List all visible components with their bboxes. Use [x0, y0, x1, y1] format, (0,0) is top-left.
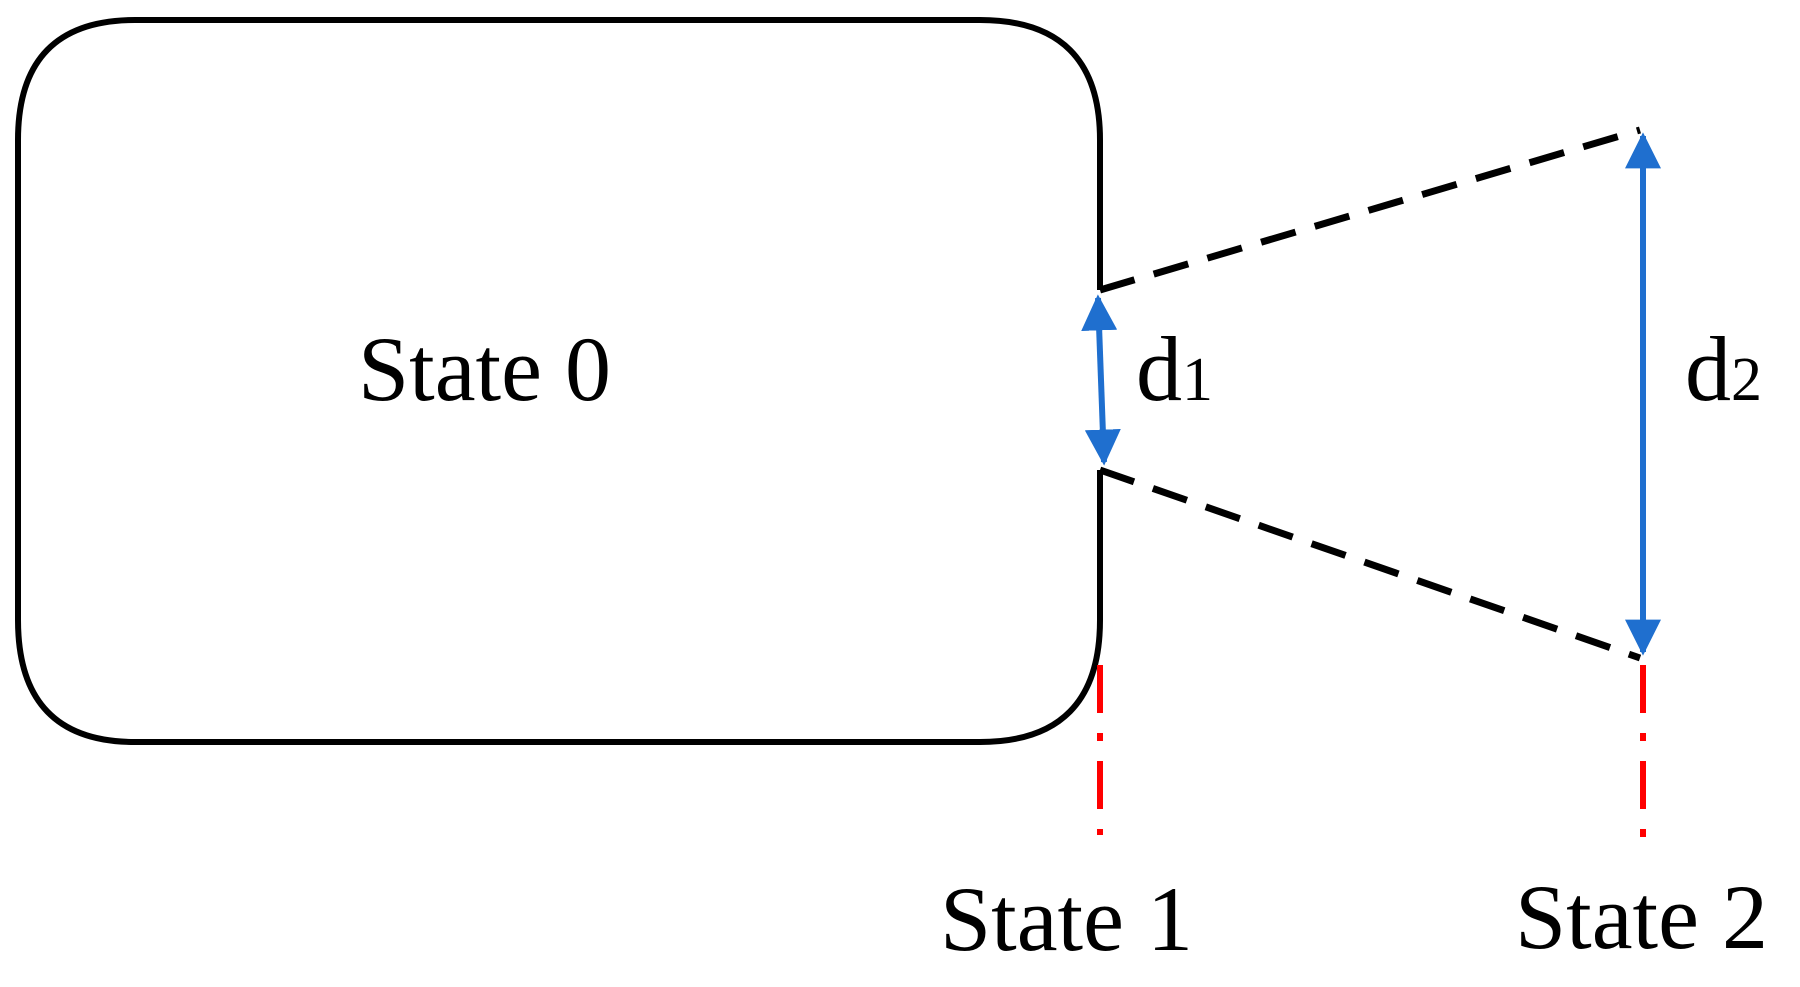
d1-arrow: [1081, 294, 1121, 466]
lower-dashed-line: [1098, 466, 1642, 662]
d1-label-main: d: [1136, 318, 1182, 420]
d2-label-main: d: [1685, 318, 1731, 420]
d2-label: d2: [1685, 318, 1762, 420]
state0-label: State 0: [358, 318, 611, 420]
state0-outline: [15, 17, 1103, 745]
state2-label: State 2: [1515, 866, 1768, 968]
upper-dashed-line: [1099, 126, 1641, 294]
d1-label-subscript: 1: [1182, 346, 1213, 414]
state1-label: State 1: [940, 868, 1193, 970]
d2-label-subscript: 2: [1731, 346, 1762, 414]
d1-label: d1: [1136, 318, 1213, 420]
